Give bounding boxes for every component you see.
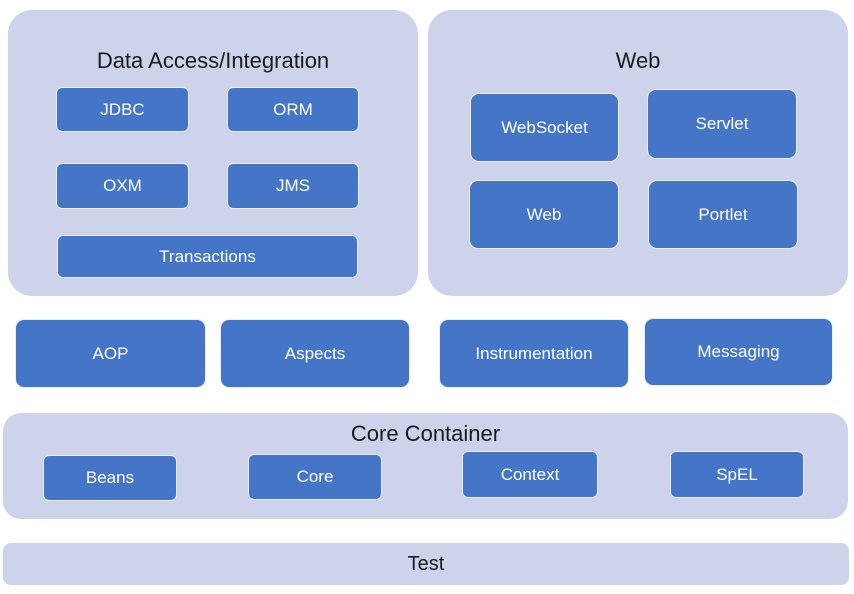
box-messaging: Messaging [644,318,833,386]
panel-core-container: Core Container Beans Core Context SpEL [3,413,848,519]
box-aop: AOP [15,319,206,388]
box-oxm: OXM [56,163,189,209]
panel-title-test: Test [407,553,445,575]
box-web: Web [469,180,619,249]
box-spel: SpEL [670,451,804,498]
panel-test: Test [3,543,849,585]
box-core: Core [248,454,382,500]
box-jms: JMS [227,163,359,209]
box-transactions: Transactions [57,235,358,278]
box-portlet: Portlet [648,180,798,249]
panel-title-core-container: Core Container [350,421,501,446]
panel-data-access-integration: Data Access/Integration JDBC ORM OXM JMS… [8,10,418,296]
box-jdbc: JDBC [56,87,189,132]
box-servlet: Servlet [647,89,797,159]
panel-web: Web WebSocket Servlet Web Portlet [428,10,848,296]
box-context: Context [462,451,598,498]
panel-title-data-access-integration: Data Access/Integration [96,48,330,73]
box-instrumentation: Instrumentation [439,319,629,388]
box-websocket: WebSocket [470,93,619,162]
panel-title-web: Web [615,48,661,73]
box-aspects: Aspects [220,319,410,388]
box-beans: Beans [43,455,177,501]
box-orm: ORM [227,87,359,132]
